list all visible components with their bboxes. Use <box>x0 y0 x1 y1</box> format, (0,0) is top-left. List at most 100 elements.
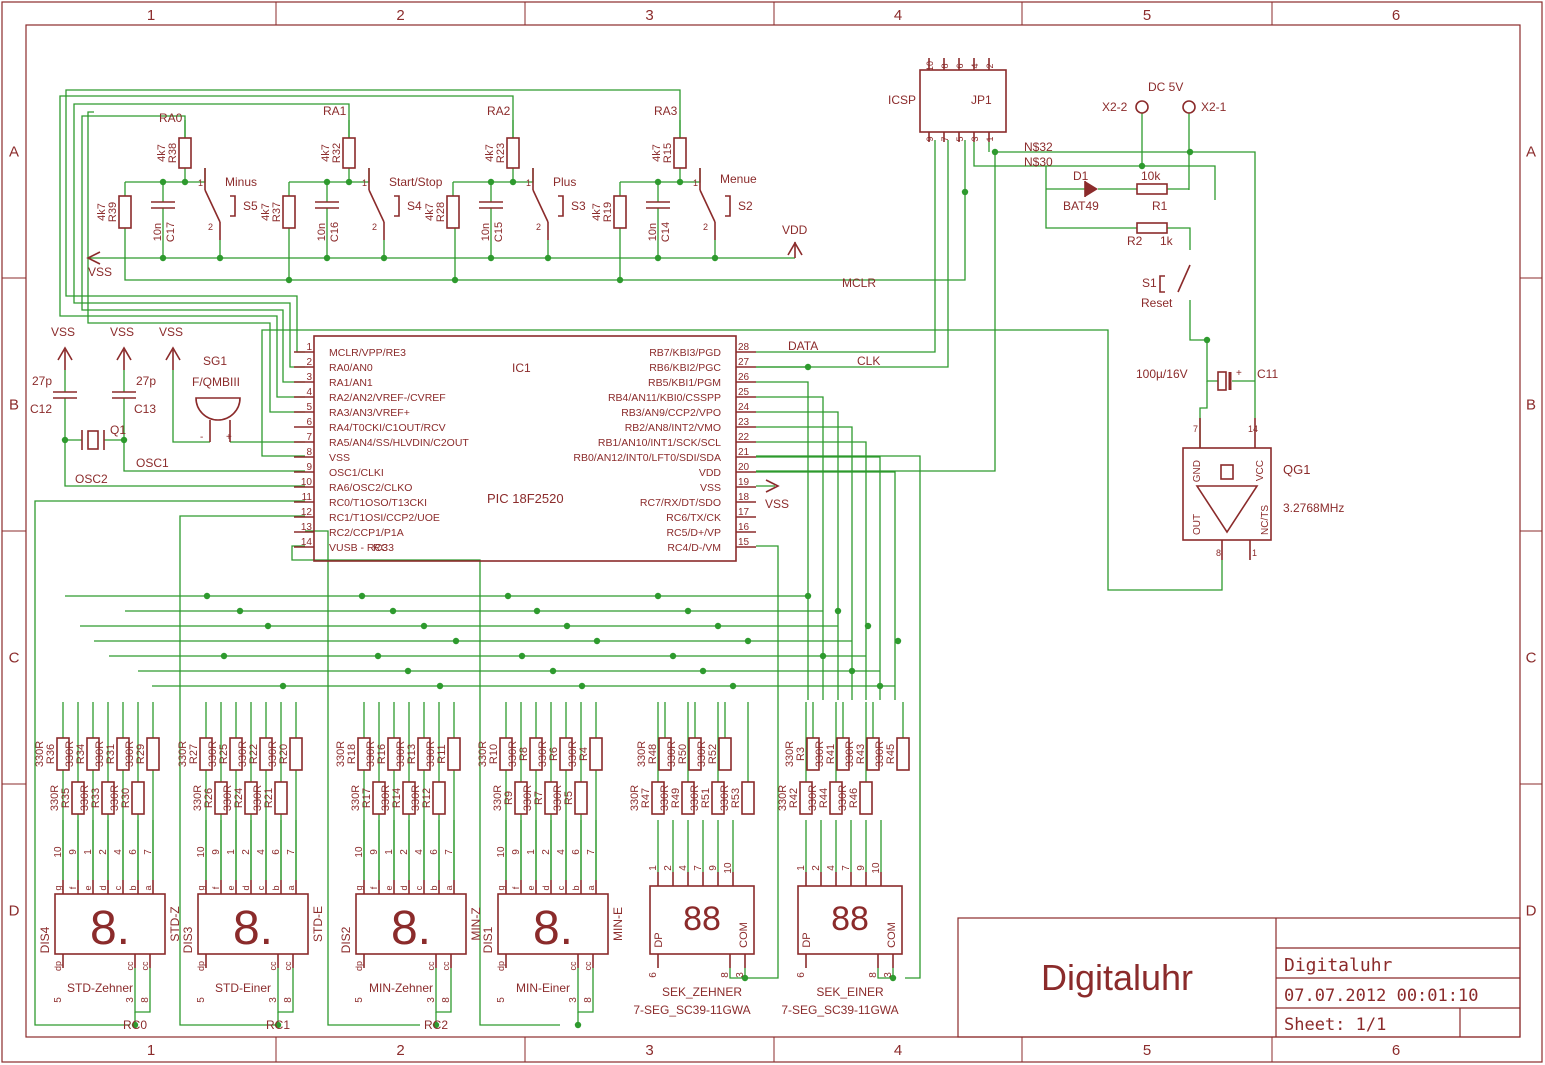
junction-dot <box>504 592 512 600</box>
switch-lever <box>532 189 549 223</box>
column-label-top: 1 <box>147 7 155 24</box>
resistor-name: R6 <box>548 747 560 761</box>
mcu-pin-name: RB6/KBI2/PGC <box>649 362 721 374</box>
pin-sign: + <box>226 432 232 443</box>
mcu-pin-name: RB7/KBI3/PGD <box>649 347 721 359</box>
ra-wire <box>81 115 305 383</box>
row-label-right: C <box>1526 650 1537 667</box>
small-display-part: 7-SEG_SC39-11GWA <box>633 1003 750 1017</box>
resistor-name: R10 <box>488 744 500 764</box>
segment-letter: f <box>511 886 521 889</box>
icsp-pin-number: 1 <box>985 136 995 141</box>
small-display-digit: 88 <box>683 900 721 938</box>
junction-dot <box>220 652 228 660</box>
resistor-value: 4k7 <box>591 203 603 221</box>
net-label: N$32 <box>1024 140 1053 154</box>
mcu-pin-number: 22 <box>738 432 750 443</box>
resistor-body <box>244 781 258 815</box>
mcu-body <box>313 335 737 562</box>
column-label-bottom: 5 <box>1143 1042 1151 1059</box>
junction-dot <box>533 607 541 615</box>
cap-value: 10n <box>316 223 328 241</box>
resistor-value: 330R <box>807 785 819 811</box>
icsp-body <box>919 69 1007 133</box>
junction-dot <box>436 682 444 690</box>
vss-arrow <box>116 346 132 361</box>
display-pin-number: 4 <box>826 865 837 871</box>
mcu-pin-number: 5 <box>306 402 312 413</box>
resistor-body <box>688 737 702 771</box>
switch-name: S3 <box>571 199 586 213</box>
wire <box>277 968 294 1013</box>
rc3-label: RC3 <box>373 542 394 554</box>
oscillator-crystal <box>1220 464 1234 480</box>
segment-letter: dp <box>53 961 63 971</box>
row-label-left: A <box>9 144 19 161</box>
switch-lever <box>368 189 385 223</box>
resistor-body <box>417 737 431 771</box>
resistor-value: 4k7 <box>156 144 168 162</box>
resistor-value: 330R <box>636 741 648 767</box>
display-side-label: STD-Z <box>168 906 182 941</box>
segment-letter: f <box>369 886 379 889</box>
row-label-left: B <box>9 397 19 414</box>
rc1-wire <box>179 515 305 1026</box>
wires <box>34 89 1256 1029</box>
display-digit: 8. <box>533 902 573 955</box>
wire <box>1045 166 1137 229</box>
wire <box>756 396 824 700</box>
resistor-value: 330R <box>814 741 826 767</box>
display-label: MIN-Einer <box>516 981 570 995</box>
mcu-pin-number: 12 <box>301 507 313 518</box>
vss-label: VSS <box>159 325 183 339</box>
display-pin-number: 4 <box>678 865 689 871</box>
mcu-pin-name: RB4/AN11/KBI0/CSSPP <box>608 392 721 404</box>
resistor-value: 4k7 <box>424 203 436 221</box>
pin-number: 1 <box>362 178 367 188</box>
wire <box>729 968 746 979</box>
segment-letter: e <box>384 885 394 890</box>
junction-dot <box>509 178 517 186</box>
wire <box>756 441 867 700</box>
resistor-name: R53 <box>730 788 742 808</box>
pin-number: 2 <box>536 222 541 232</box>
resistor-body <box>146 737 160 771</box>
junction-dot <box>714 622 722 630</box>
resistor-value: 330R <box>109 785 121 811</box>
switch-lever <box>699 189 716 223</box>
junction-dot <box>876 682 884 690</box>
resistor-value: 330R <box>177 741 189 767</box>
resistor-body <box>866 737 880 771</box>
display-pin-number: 10 <box>871 862 882 874</box>
resistor-body <box>613 195 627 229</box>
vdd-wire <box>756 151 1256 472</box>
mcu-pin-name: RA6/OSC2/CLKO <box>329 482 412 494</box>
resistor-name: R44 <box>818 788 830 808</box>
resistor-body <box>274 781 288 815</box>
resistor-body <box>101 781 115 815</box>
junction-dot <box>323 178 331 186</box>
resistor-body <box>118 195 132 229</box>
resistor-value: 330R <box>696 741 708 767</box>
wire <box>435 968 452 1013</box>
column-label-bottom: 3 <box>645 1042 653 1059</box>
junction-dot <box>684 607 692 615</box>
switch-label: Start/Stop <box>389 175 443 189</box>
resistor-value: 330R <box>192 785 204 811</box>
mcu-pin-number: 15 <box>738 537 750 548</box>
display-pin-number: 5 <box>53 997 64 1003</box>
oscillator-pin-name: GND <box>1192 460 1203 482</box>
vss-arrow <box>57 346 73 361</box>
segment-letter: cc <box>583 961 593 971</box>
supply-title: DC 5V <box>1148 80 1183 94</box>
resistor-body <box>829 781 843 815</box>
resistor-value: 4k7 <box>484 144 496 162</box>
segment-letter: d <box>241 885 251 890</box>
junction-dot <box>274 1021 282 1029</box>
junction-dot <box>804 363 812 371</box>
display-pin-number: 2 <box>541 849 552 855</box>
junction-dot <box>894 637 902 645</box>
resistor-name: R33 <box>90 788 102 808</box>
